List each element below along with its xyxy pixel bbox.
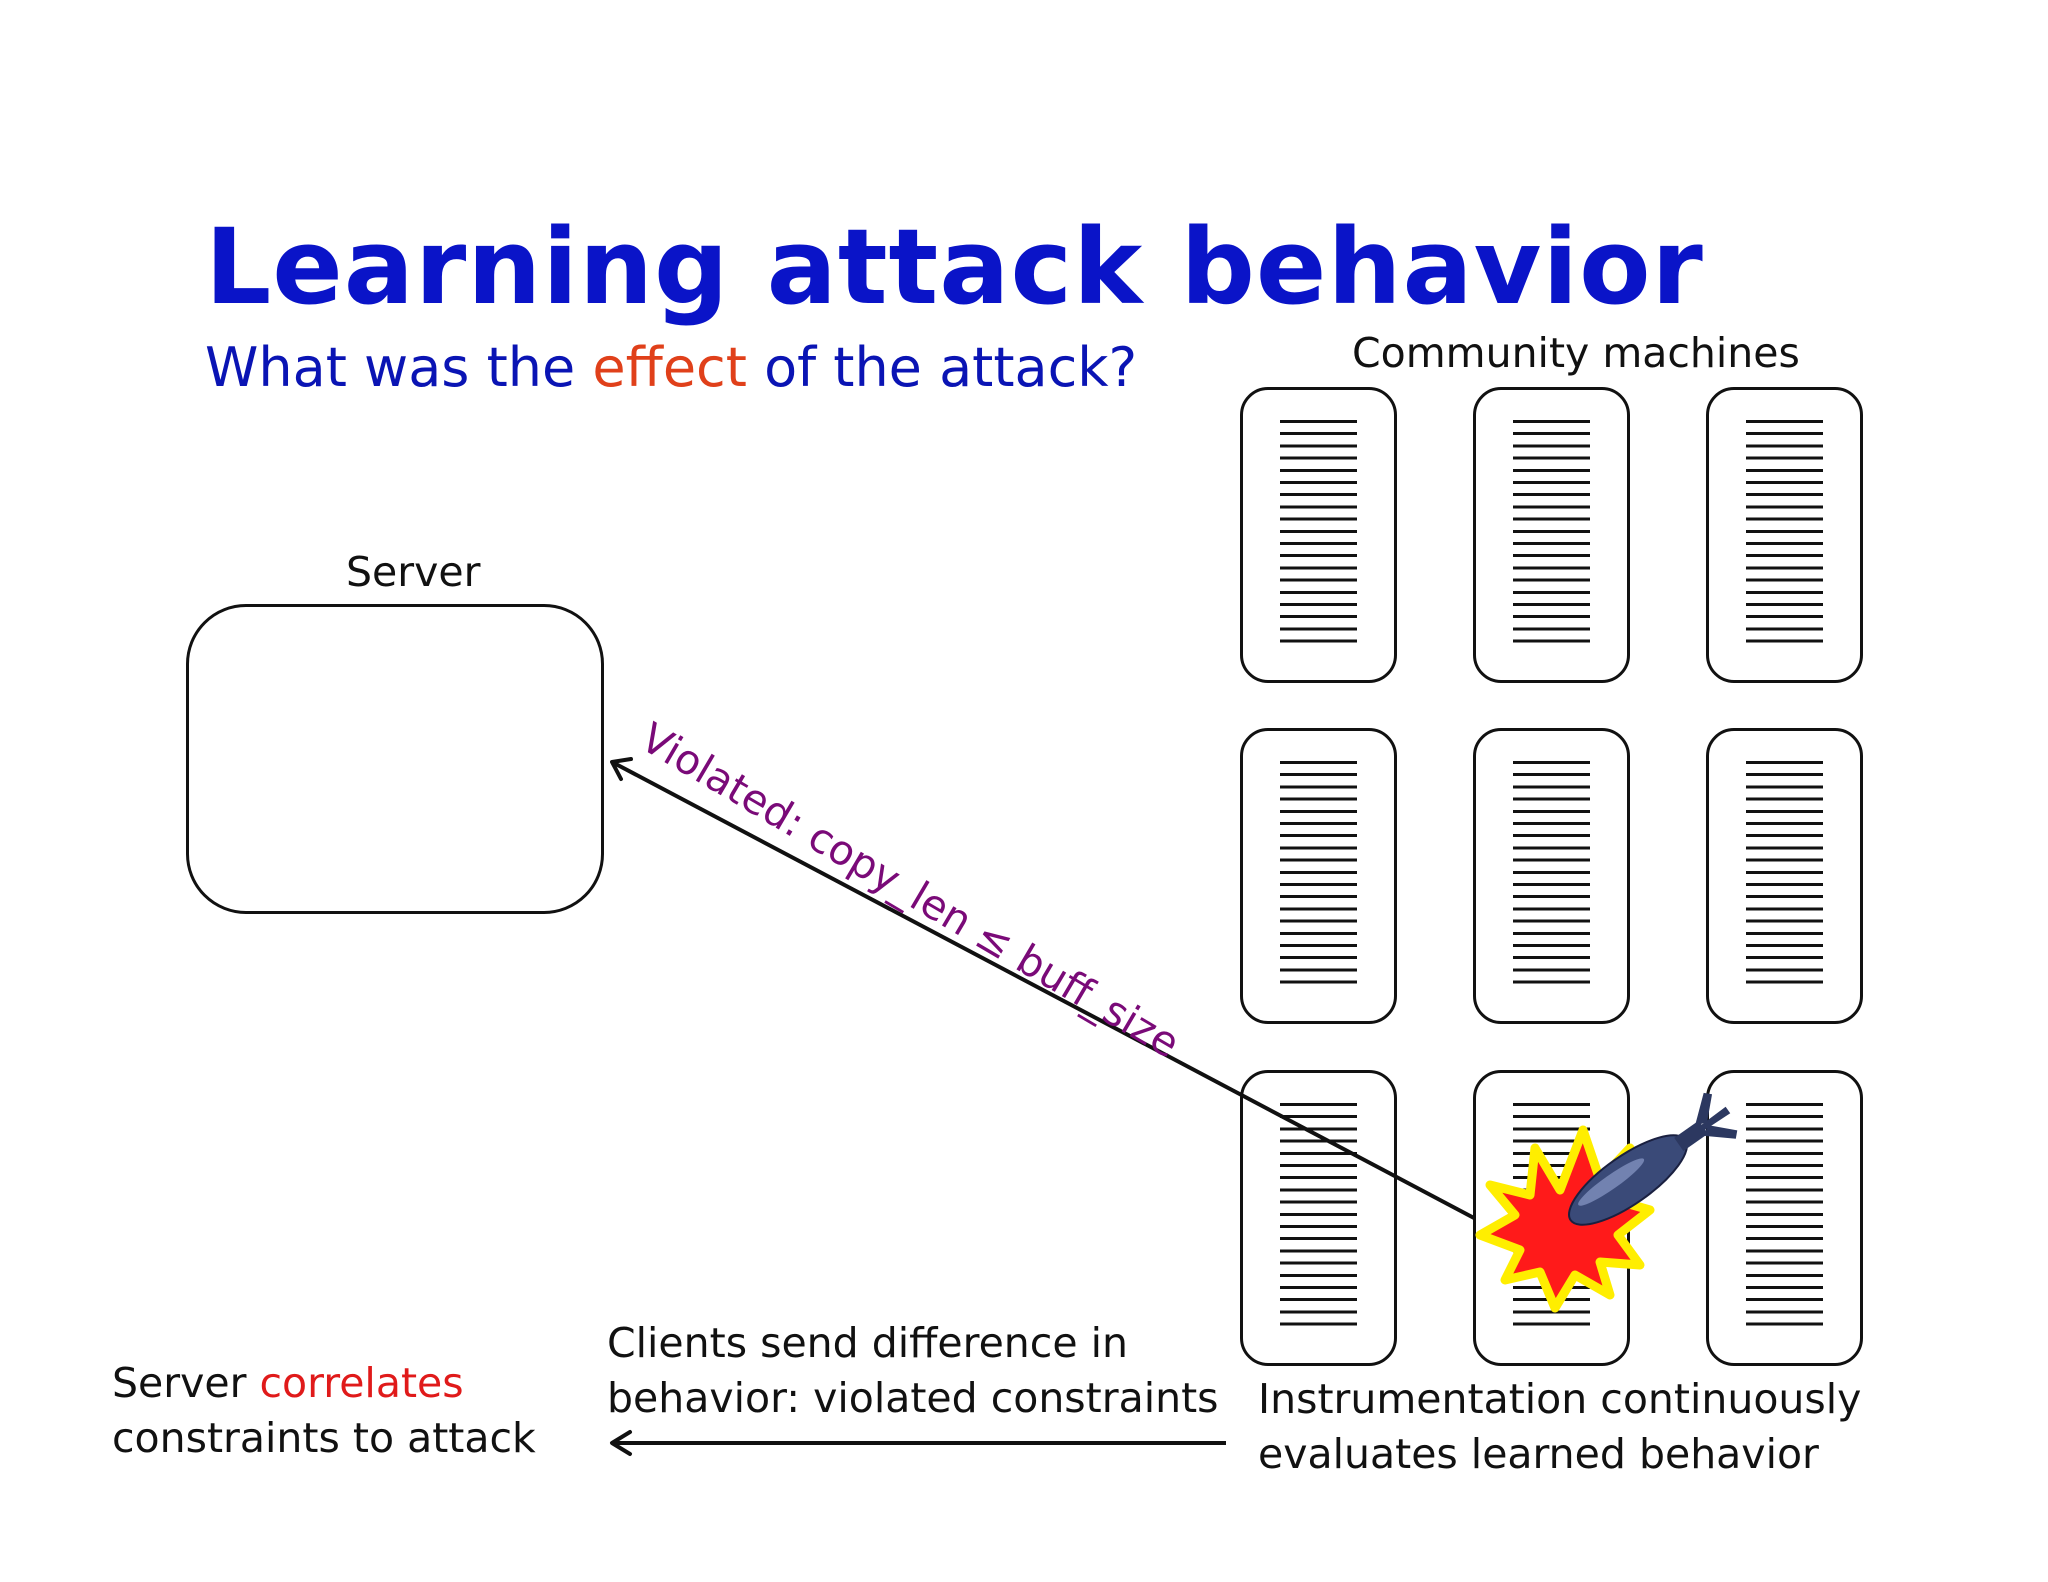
slide-subtitle: What was the effect of the attack? bbox=[205, 341, 1137, 395]
clients-send-text: Clients send difference in behavior: vio… bbox=[607, 1316, 1219, 1427]
community-machines-label: Community machines bbox=[1352, 329, 1800, 377]
correlates-line-1: Server correlates bbox=[112, 1356, 536, 1411]
correlates-before: Server bbox=[112, 1359, 260, 1407]
bomb-icon bbox=[1568, 1092, 1738, 1226]
machine-lines bbox=[1746, 420, 1823, 650]
clients-send-arrow bbox=[610, 1430, 1226, 1456]
instrumentation-line-2: evaluates learned behavior bbox=[1258, 1430, 1819, 1479]
machine-9 bbox=[1706, 1070, 1863, 1366]
machine-1 bbox=[1240, 387, 1397, 683]
subtitle-before: What was the bbox=[205, 336, 593, 399]
machine-2 bbox=[1473, 387, 1630, 683]
machine-4 bbox=[1240, 728, 1397, 1024]
correlates-highlight: correlates bbox=[259, 1359, 464, 1407]
machine-lines bbox=[1746, 761, 1823, 991]
machine-7 bbox=[1240, 1070, 1397, 1366]
machine-lines bbox=[1280, 761, 1357, 991]
subtitle-highlight: effect bbox=[592, 336, 747, 399]
server-label: Server bbox=[346, 548, 481, 596]
machine-lines bbox=[1513, 420, 1590, 650]
clients-line-2: behavior: violated constraints bbox=[607, 1374, 1219, 1423]
correlates-line-2: constraints to attack bbox=[112, 1414, 536, 1463]
slide-title: Learning attack behavior bbox=[205, 206, 1704, 328]
server-correlates-text: Server correlates constraints to attack bbox=[112, 1356, 536, 1467]
server-box bbox=[186, 604, 604, 914]
machine-3 bbox=[1706, 387, 1863, 683]
machine-lines bbox=[1513, 761, 1590, 991]
violation-arrow bbox=[610, 757, 1475, 1220]
clients-line-1: Clients send difference in bbox=[607, 1319, 1128, 1367]
machine-lines bbox=[1280, 1103, 1357, 1333]
machine-5 bbox=[1473, 728, 1630, 1024]
machine-lines bbox=[1746, 1103, 1823, 1333]
machine-lines bbox=[1280, 420, 1357, 650]
machine-6 bbox=[1706, 728, 1863, 1024]
subtitle-after: of the attack? bbox=[746, 336, 1138, 399]
instrumentation-text: Instrumentation continuously evaluates l… bbox=[1258, 1372, 1861, 1483]
instrumentation-line-1: Instrumentation continuously bbox=[1258, 1375, 1862, 1423]
